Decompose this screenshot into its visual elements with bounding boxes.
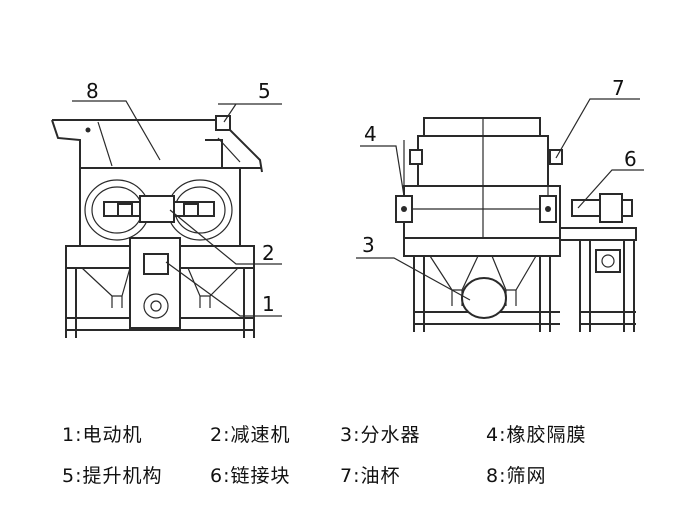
legend-item-8: 8:筛网 [486, 465, 547, 487]
legend-item-2: 2:减速机 [210, 424, 291, 446]
callout-3: 3 [362, 233, 375, 257]
legend-item-4: 4:橡胶隔膜 [486, 424, 587, 446]
legend-item-6: 6:链接块 [210, 465, 291, 487]
callout-4: 4 [364, 122, 377, 146]
callout-5: 5 [258, 79, 271, 103]
legend-item-5: 5:提升机构 [62, 465, 163, 487]
callout-leaders [72, 98, 644, 317]
callout-6: 6 [624, 147, 637, 171]
callout-1: 1 [262, 292, 275, 316]
callout-7: 7 [612, 76, 625, 100]
legend-item-1: 1:电动机 [62, 424, 143, 446]
front-view [395, 117, 637, 332]
callout-2: 2 [262, 241, 275, 265]
legend-item-3: 3:分水器 [340, 424, 421, 446]
legend-item-7: 7:油杯 [340, 465, 401, 487]
side-view [51, 115, 263, 338]
callout-8: 8 [86, 79, 99, 103]
